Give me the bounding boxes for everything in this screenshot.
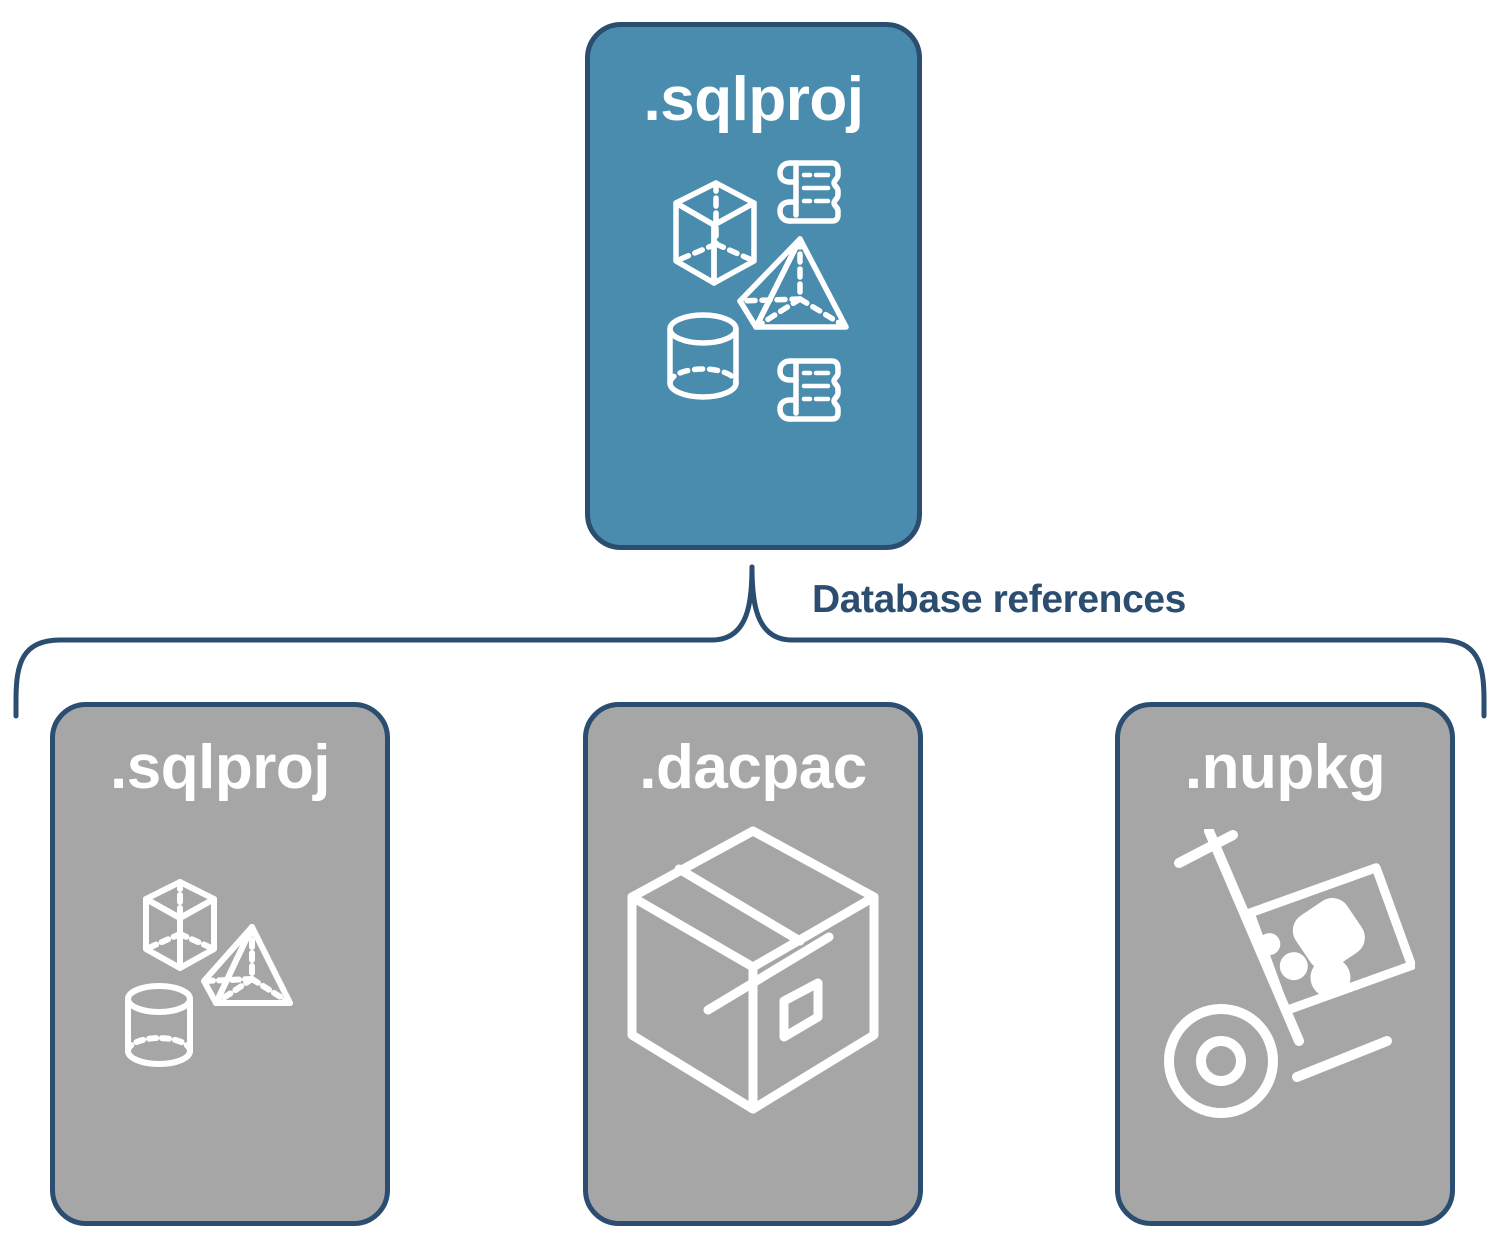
node-child-sqlproj-label: .sqlproj	[110, 733, 330, 802]
cylinder-icon	[666, 312, 739, 400]
cylinder-icon	[125, 983, 193, 1067]
hand-truck-icon	[1164, 829, 1415, 1118]
node-child-nupkg[interactable]: .nupkg	[1115, 702, 1455, 1226]
node-child-dacpac[interactable]: .dacpac	[583, 702, 923, 1226]
nuget-package-icon	[1245, 863, 1415, 1016]
node-child-dacpac-artwork	[588, 799, 918, 1221]
sqlproj-shapes-group	[666, 160, 849, 422]
package-box-icon	[627, 826, 879, 1114]
node-child-dacpac-label: .dacpac	[639, 733, 867, 802]
node-child-nupkg-label: .nupkg	[1184, 733, 1386, 802]
pyramid-icon	[736, 236, 849, 330]
node-root-artwork	[590, 131, 917, 545]
cube-icon	[143, 879, 217, 971]
node-child-sqlproj-artwork	[55, 799, 385, 1221]
pyramid-icon	[201, 924, 293, 1006]
node-child-nupkg-artwork	[1120, 799, 1450, 1221]
nuget-logo-glyph	[1258, 898, 1365, 998]
sqlproj-shapes-group	[125, 879, 293, 1067]
node-root-label: .sqlproj	[643, 65, 864, 134]
cube-icon	[672, 180, 757, 286]
node-child-sqlproj[interactable]: .sqlproj	[50, 702, 390, 1226]
scroll-icon	[776, 160, 841, 224]
connector-label: Database references	[812, 578, 1186, 621]
scroll-icon	[776, 358, 841, 422]
node-root-sqlproj[interactable]: .sqlproj	[585, 22, 922, 550]
